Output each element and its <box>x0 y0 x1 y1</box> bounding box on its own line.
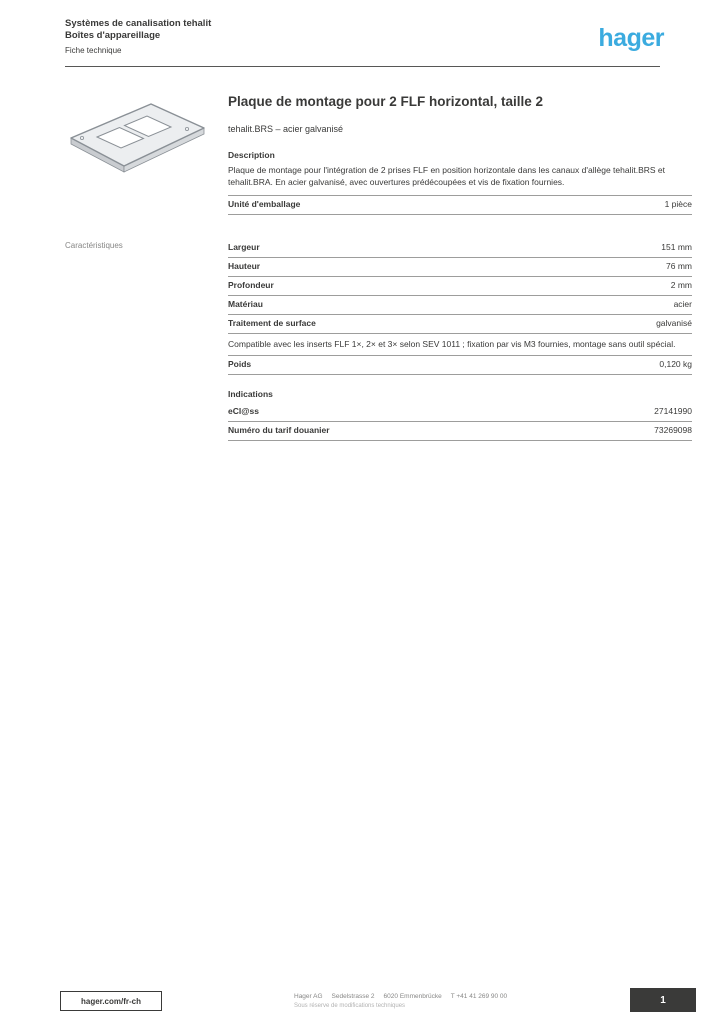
row-value: 73269098 <box>654 425 692 436</box>
row-label: Numéro du tarif douanier <box>228 425 330 436</box>
description-text: Plaque de montage pour l'intégration de … <box>228 164 692 196</box>
table-row: Largeur 151 mm <box>228 239 692 258</box>
row-label: Traitement de surface <box>228 317 316 328</box>
header-category-block: Systèmes de canalisation tehalit Boîtes … <box>65 18 285 55</box>
contact-phone: T +41 41 269 90 00 <box>450 993 508 1000</box>
row-label: Matériau <box>228 298 263 309</box>
product-image <box>70 103 205 173</box>
header-divider <box>65 66 660 67</box>
doc-type-label: Fiche technique <box>65 45 122 55</box>
page-number-badge: 1 <box>630 988 696 1012</box>
row-value: galvanisé <box>656 317 692 328</box>
row-value: acier <box>673 298 692 309</box>
footer-disclaimer: Sous réserve de modifications techniques <box>294 1003 406 1009</box>
category-line-2: Boîtes d'appareillage <box>65 30 161 42</box>
row-label: eCl@ss <box>228 406 259 417</box>
contact-city: 6020 Emmenbrücke <box>383 993 442 1000</box>
row-value: 0,120 kg <box>659 359 692 370</box>
row-value: 151 mm <box>661 241 692 252</box>
table-row: Matériau acier <box>228 296 692 315</box>
row-value: 2 mm <box>670 279 692 290</box>
indications-heading: Indications <box>228 389 273 400</box>
row-value: 1 pièce <box>664 198 692 209</box>
row-value: 27141990 <box>654 406 692 417</box>
table-row: Unité d'emballage 1 pièce <box>228 196 692 215</box>
category-line-1: Systèmes de canalisation tehalit <box>65 18 212 29</box>
hager-logo: hager <box>598 24 664 52</box>
main-content: Plaque de montage pour 2 FLF horizontal,… <box>228 94 692 442</box>
description-heading: Description <box>228 149 275 160</box>
product-subtitle: tehalit.BRS – acier galvanisé <box>228 123 344 134</box>
indications-section: Indications eCl@ss 27141990 Numéro du ta… <box>228 389 692 442</box>
contact-company: Hager AG <box>294 993 323 1000</box>
row-label: Poids <box>228 359 252 370</box>
row-label: Hauteur <box>228 260 261 271</box>
table-row: Numéro du tarif douanier 73269098 <box>228 422 692 442</box>
footer-contact-block: Hager AG Sedelstrasse 2 6020 Emmenbrücke… <box>294 993 594 1009</box>
specs-note: Compatible avec les inserts FLF 1×, 2× e… <box>228 334 692 357</box>
row-label: Profondeur <box>228 279 274 290</box>
table-row: Profondeur 2 mm <box>228 277 692 296</box>
table-row: eCl@ss 27141990 <box>228 403 692 423</box>
contact-street: Sedelstrasse 2 <box>331 993 375 1000</box>
table-row: Hauteur 76 mm <box>228 258 692 277</box>
table-row: Traitement de surface galvanisé <box>228 315 692 334</box>
sidebar-section-label: Caractéristiques <box>65 241 123 250</box>
row-label: Unité d'emballage <box>228 198 301 209</box>
specs-table: Largeur 151 mm Hauteur 76 mm Profondeur … <box>228 239 692 376</box>
indications-rows: eCl@ss 27141990 Numéro du tarif douanier… <box>228 403 692 442</box>
footer-contacts: Hager AG Sedelstrasse 2 6020 Emmenbrücke… <box>294 993 594 1000</box>
row-label: Largeur <box>228 241 260 252</box>
table-row: Poids 0,120 kg <box>228 356 692 376</box>
footer-website-link[interactable]: hager.com/fr-ch <box>60 991 162 1011</box>
description-rows: Unité d'emballage 1 pièce <box>228 196 692 215</box>
row-value: 76 mm <box>666 260 692 271</box>
product-title: Plaque de montage pour 2 FLF horizontal,… <box>228 94 544 109</box>
